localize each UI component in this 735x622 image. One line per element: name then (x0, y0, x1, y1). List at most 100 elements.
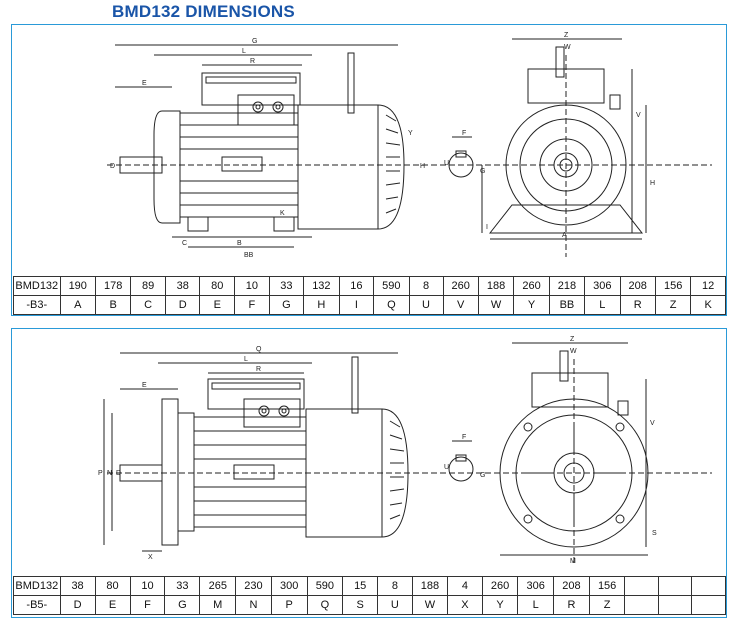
letter-cell: D (164, 295, 201, 315)
svg-text:C: C (182, 240, 187, 247)
svg-text:B: B (237, 240, 242, 247)
page-title: BMD132 DIMENSIONS (112, 2, 295, 21)
model-label: BMD132 (13, 276, 61, 296)
value-cell: 265 (199, 576, 237, 596)
value-cell: 590 (306, 576, 344, 596)
value-cell: 156 (588, 576, 626, 596)
svg-text:X: X (148, 554, 153, 561)
letter-cell: V (442, 295, 479, 315)
letter-cell: X (447, 595, 483, 615)
empty-cell (657, 595, 693, 615)
svg-text:V: V (636, 112, 641, 119)
svg-text:S: S (652, 530, 657, 537)
svg-text:BB: BB (244, 252, 254, 259)
value-cell: 38 (164, 276, 201, 296)
letter-cell: R (619, 295, 656, 315)
letter-cell: I (338, 295, 375, 315)
value-cell: 8 (377, 576, 413, 596)
svg-text:D: D (116, 470, 121, 477)
mounting-label: -B3- (13, 295, 61, 315)
b3-dimensions-table: BMD132 190 178 89 38 80 10 33 132 16 590… (13, 276, 726, 315)
svg-text:H: H (420, 163, 425, 170)
svg-text:G: G (480, 472, 485, 479)
letter-cell: Y (513, 295, 550, 315)
letter-cell: W (411, 595, 449, 615)
letter-cell: M (199, 595, 237, 615)
letter-cell: BB (548, 295, 586, 315)
value-cell: 8 (408, 276, 444, 296)
value-cell: 33 (268, 276, 305, 296)
svg-text:H: H (650, 180, 655, 187)
svg-text:W: W (570, 348, 577, 355)
value-cell: 590 (373, 276, 410, 296)
value-cell: 132 (303, 276, 340, 296)
svg-text:Z: Z (564, 32, 569, 39)
letter-cell: F (129, 595, 166, 615)
value-cell: 80 (199, 276, 236, 296)
b5-dimensions-table: BMD132 38 80 10 33 265 230 300 590 15 8 … (13, 576, 726, 615)
letter-cell: L (517, 595, 555, 615)
value-cell: 80 (94, 576, 131, 596)
letter-cell: U (408, 295, 444, 315)
value-cell: 306 (584, 276, 621, 296)
value-cell: 260 (481, 576, 519, 596)
value-cell: 16 (338, 276, 375, 296)
letter-cell: P (270, 595, 308, 615)
value-cell: 10 (234, 276, 270, 296)
letter-cell: N (235, 595, 272, 615)
value-cell: 300 (270, 576, 308, 596)
svg-text:U: U (444, 160, 449, 167)
letter-cell: R (553, 595, 590, 615)
letter-cell: H (303, 295, 340, 315)
value-cell: 260 (513, 276, 550, 296)
letter-cell: C (130, 295, 166, 315)
svg-text:U: U (444, 464, 449, 471)
empty-cell (657, 576, 693, 596)
empty-cell (691, 576, 726, 596)
letter-cell: G (164, 595, 201, 615)
letter-cell: W (477, 295, 515, 315)
svg-text:G: G (252, 38, 257, 45)
value-cell: 89 (130, 276, 166, 296)
value-cell: 10 (129, 576, 166, 596)
svg-text:K: K (280, 210, 285, 217)
value-cell: 260 (442, 276, 479, 296)
value-cell: 156 (654, 276, 692, 296)
svg-text:A: A (562, 232, 567, 239)
letter-cell: G (268, 295, 305, 315)
letter-cell: L (584, 295, 621, 315)
table-row: BMD132 190 178 89 38 80 10 33 132 16 590… (13, 276, 726, 296)
letter-cell: E (94, 595, 131, 615)
letter-cell: Q (306, 595, 344, 615)
empty-cell (624, 595, 659, 615)
value-cell: 190 (59, 276, 96, 296)
svg-text:E: E (142, 382, 147, 389)
value-cell: 188 (411, 576, 449, 596)
svg-text:D: D (110, 163, 115, 170)
value-cell: 218 (548, 276, 586, 296)
value-cell: 38 (59, 576, 96, 596)
letter-cell: F (234, 295, 270, 315)
value-cell: 4 (447, 576, 483, 596)
svg-text:W: W (564, 44, 571, 51)
value-cell: 12 (690, 276, 726, 296)
svg-text:R: R (256, 366, 261, 373)
svg-text:P: P (98, 470, 103, 477)
svg-text:L: L (242, 48, 246, 55)
letter-cell: D (59, 595, 96, 615)
letter-cell: S (342, 595, 379, 615)
value-cell: 33 (164, 576, 201, 596)
svg-text:G: G (480, 168, 485, 175)
letter-cell: U (377, 595, 413, 615)
svg-text:I: I (486, 224, 488, 231)
svg-text:N: N (107, 470, 112, 477)
svg-text:L: L (244, 356, 248, 363)
table-row: BMD132 38 80 10 33 265 230 300 590 15 8 … (13, 576, 726, 596)
letter-cell: B (94, 295, 132, 315)
model-label: BMD132 (13, 576, 61, 596)
value-cell: 188 (477, 276, 515, 296)
value-cell: 306 (517, 576, 555, 596)
